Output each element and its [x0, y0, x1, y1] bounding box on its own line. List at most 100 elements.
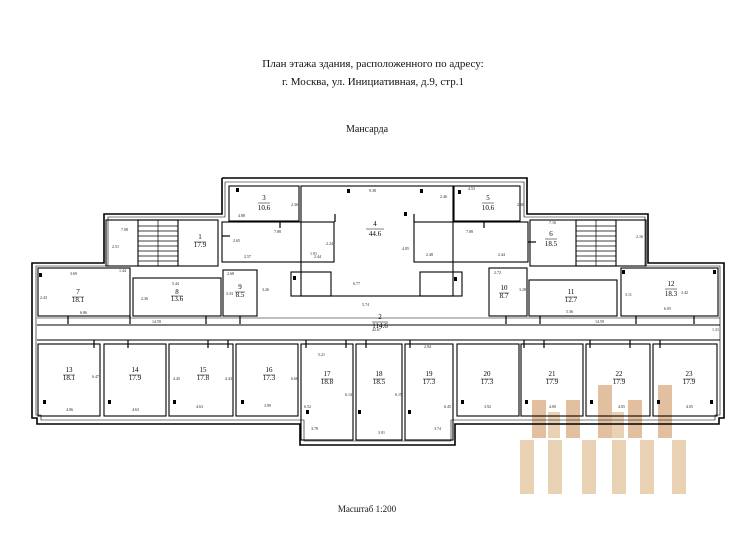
room-9-area: 8.5 — [236, 291, 245, 299]
room-20-area: 17.3 — [481, 378, 494, 386]
room-12-area: 18.3 — [665, 290, 678, 298]
dim: 5.74 — [362, 302, 369, 307]
dim: 2.68 — [227, 271, 234, 276]
dim: 3.99 — [264, 403, 271, 408]
dim: 3.42 — [681, 290, 688, 295]
room-18-area: 18.5 — [373, 378, 386, 386]
room-14-area: 17.9 — [129, 374, 142, 382]
dim: 2.57 — [244, 254, 251, 259]
dim: 6.66 — [291, 376, 298, 381]
dim: 5.44 — [172, 281, 179, 286]
dim: 2.36 — [141, 296, 148, 301]
dim: 7.16 — [549, 220, 556, 225]
dim: 2.72 — [494, 270, 501, 275]
room-5-number: 5 — [486, 194, 490, 202]
room-8-area: 13.6 — [171, 295, 184, 303]
room-3-number: 3 — [262, 194, 266, 202]
watermark-logo — [520, 385, 686, 494]
room-18-number: 18 — [376, 370, 384, 378]
dim: 2.43 — [40, 295, 47, 300]
room-1-number: 1 — [198, 233, 202, 241]
room-10-number: 10 — [501, 284, 509, 292]
dim: 7.08 — [121, 227, 128, 232]
label-dividers — [63, 202, 695, 380]
lower-rooms — [37, 343, 718, 441]
room-17-number: 17 — [324, 370, 332, 378]
dim: 6.52 — [304, 404, 311, 409]
dim: 3.28 — [519, 287, 526, 292]
room-15-number: 15 — [200, 366, 208, 374]
room-19-number: 19 — [426, 370, 434, 378]
dim: 3.33 — [226, 291, 233, 296]
room-7-number: 7 — [76, 288, 80, 296]
room-16-number: 16 — [266, 366, 274, 374]
room-21-area: 17.9 — [546, 378, 559, 386]
room-11-number: 11 — [568, 288, 575, 296]
exterior-walls — [31, 177, 725, 446]
room-2-number: 2 — [378, 313, 382, 321]
dim: 3.26 — [262, 287, 269, 292]
dim: 6.45 — [444, 404, 451, 409]
corridor — [37, 317, 720, 341]
dim: 3.69 — [70, 271, 77, 276]
dim: 2.51 — [112, 244, 119, 249]
room-11-area: 12.7 — [565, 296, 578, 304]
dim: 3.74 — [434, 426, 441, 431]
dim: 3.91 — [378, 430, 385, 435]
plan-title-line2: г. Москва, ул. Инициативная, д.9, стр.1 — [282, 76, 464, 88]
room-9-number: 9 — [238, 283, 242, 291]
room-4-number: 4 — [373, 220, 377, 228]
dim: 6.77 — [353, 281, 360, 286]
dim: 4.88 — [238, 213, 245, 218]
dim: 7.88 — [274, 229, 281, 234]
dim: 4.05 — [618, 404, 625, 409]
dim: 1.91 — [310, 251, 317, 256]
room-23-number: 23 — [686, 370, 694, 378]
dim: 4.85 — [402, 246, 409, 251]
room-22-area: 17.9 — [613, 378, 626, 386]
room-13-number: 13 — [66, 366, 74, 374]
room-12-number: 12 — [668, 280, 676, 288]
floor-name: Мансарда — [345, 124, 389, 135]
dim: 2.36 — [291, 202, 298, 207]
dim: 4.06 — [66, 407, 73, 412]
dim: 42.67 — [372, 327, 381, 332]
dim: 7.88 — [466, 229, 473, 234]
plan-title-line1: План этажа здания, расположенного по адр… — [262, 58, 484, 70]
room-13-area: 18.1 — [63, 374, 76, 382]
dim: 5.21 — [318, 352, 325, 357]
room-1-area: 17.9 — [194, 241, 207, 249]
fixture-markers — [39, 188, 716, 414]
dim: 2.16 — [636, 234, 643, 239]
scale-label: Масштаб 1:200 — [337, 504, 397, 514]
dim: 3.11 — [625, 292, 632, 297]
room-23-area: 17.9 — [683, 378, 696, 386]
dim: 3.78 — [311, 426, 318, 431]
door-marks — [67, 214, 695, 348]
dim: 1.31 — [712, 327, 719, 332]
dim: 6.05 — [664, 306, 671, 311]
dim: 2.48 — [426, 252, 433, 257]
dim: 5.36 — [566, 309, 573, 314]
room-14-number: 14 — [132, 366, 140, 374]
dim: 4.43 — [225, 376, 232, 381]
room-6-number: 6 — [549, 230, 553, 238]
dim: 4.45 — [173, 376, 180, 381]
dim: 4.00 — [549, 404, 556, 409]
room-16-area: 17.3 — [263, 374, 276, 382]
dim: 2.44 — [498, 252, 505, 257]
room-17-area: 18.8 — [321, 378, 334, 386]
dim: 14.59 — [595, 319, 604, 324]
dim: 4.53 — [468, 186, 475, 191]
dim: 6.14 — [345, 392, 352, 397]
dim: 2.30 — [517, 202, 524, 207]
upper-rooms — [37, 185, 719, 317]
dim: 2.24 — [326, 241, 333, 246]
room-21-number: 21 — [549, 370, 557, 378]
room-5-area: 10.6 — [482, 204, 495, 212]
dim: 6.47 — [92, 374, 99, 379]
room-10-area: 8.7 — [500, 292, 509, 300]
room-2-area: 114.6 — [372, 322, 388, 330]
room-22-number: 22 — [616, 370, 624, 378]
